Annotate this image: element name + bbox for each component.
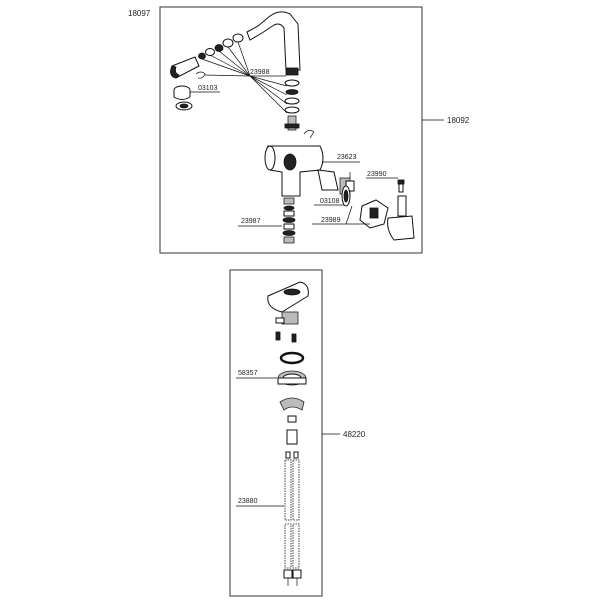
part-label-23988: 23988 (250, 69, 270, 76)
gasket-ring (279, 351, 305, 365)
part-label-23880: 23880 (238, 498, 258, 505)
spray-head (170, 56, 200, 79)
part-label-03103: 03103 (198, 85, 218, 92)
spout-seals (198, 33, 244, 60)
top-panel: 18097 18092 03103 (128, 6, 470, 254)
part-label-23987: 23987 (241, 218, 261, 225)
part-label-03108: 03108 (320, 198, 340, 205)
handle-adapter (359, 199, 389, 229)
spout-pipe (246, 11, 301, 71)
part-label-23623: 23623 (337, 154, 357, 161)
lever-handle (387, 195, 415, 241)
part-label-23990: 23990 (367, 171, 387, 178)
horseshoe-washer (279, 397, 305, 411)
assembly-label-18097: 18097 (128, 9, 151, 18)
hook-clip (195, 71, 206, 79)
clip-hook (303, 130, 315, 139)
bottom-panel-frame (229, 269, 323, 597)
flex-hoses (283, 451, 302, 586)
lower-parts-stack (282, 197, 296, 244)
bottom-panel: 48220 58357 (229, 269, 366, 597)
aerator-parts (173, 85, 193, 111)
faucet-body (264, 145, 324, 197)
leaders-23988 (201, 41, 288, 114)
ref-label-48220: 48220 (343, 430, 366, 439)
part-label-23989: 23989 (321, 217, 341, 224)
ref-label-18092: 18092 (447, 116, 470, 125)
seal-ring-03108 (341, 185, 351, 207)
leader-23989-b (345, 205, 353, 225)
mounting-bracket (267, 281, 309, 325)
mounting-screws (275, 331, 297, 343)
set-screw (397, 179, 405, 193)
spout-base-stack (284, 67, 300, 131)
part-label-58357: 58357 (238, 370, 258, 377)
spacers (286, 415, 298, 445)
top-panel-frame (159, 6, 423, 254)
locking-nut (277, 370, 307, 386)
